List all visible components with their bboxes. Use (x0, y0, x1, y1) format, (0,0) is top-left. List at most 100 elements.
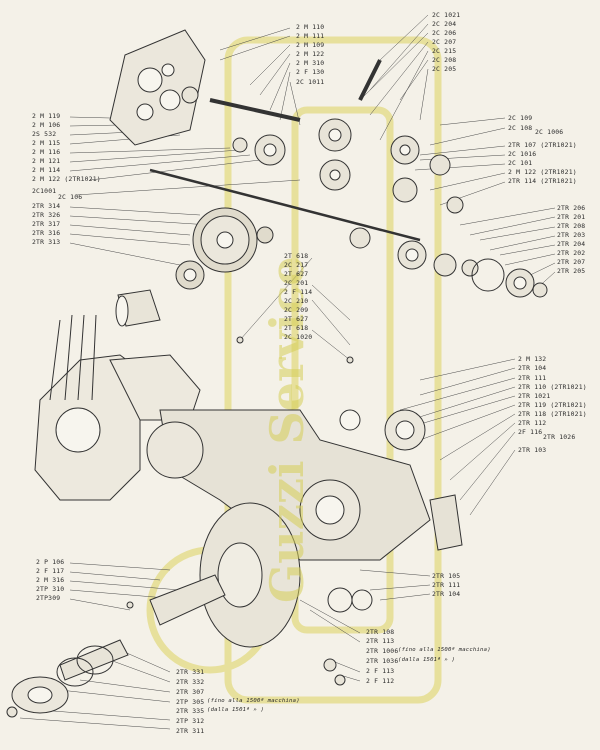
part-label: 2 M 310 (296, 59, 325, 67)
part-label: 2TR 332 (176, 678, 205, 686)
main-shaft (149, 168, 421, 242)
part-label: 2 P 106 (36, 558, 65, 566)
part-label: 2T 618 (284, 324, 309, 332)
part-label: 2TR 314 (32, 202, 61, 210)
part-label: 2 M 116 (32, 148, 61, 156)
part-label: 2TP 305 (176, 698, 205, 706)
part-label: 2TR 331 (176, 668, 205, 676)
part-label: 2TR 1021 (518, 392, 551, 400)
part-label: 2C 215 (432, 47, 457, 55)
part-label: 2TR 104 (518, 364, 547, 372)
part-label: 2TR 103 (518, 446, 547, 454)
part-label: 2 F 114 (284, 288, 313, 296)
part-label: 2C1001 (32, 187, 57, 195)
part-note: (dalla 1501ª » ) (398, 657, 456, 663)
part-label: 2C 201 (284, 279, 309, 287)
part-label: 2TR 118 (2TR1021) (518, 410, 587, 418)
part-label: 2TR 206 (557, 204, 586, 212)
part-label: 2TR 114 (2TR1021) (508, 177, 577, 185)
part-label: 2TR 1036 (366, 657, 399, 665)
part-label: 2 M 119 (32, 112, 61, 120)
part-label: 2TR 207 (557, 258, 586, 266)
part-label: 2 M 122 (296, 50, 325, 58)
part-label: 2C 210 (284, 297, 309, 305)
part-label: 2TR 326 (32, 211, 61, 219)
part-label: 2C 1021 (432, 11, 461, 19)
part-label: 2 M 115 (32, 139, 61, 147)
part-label: 2TR 202 (557, 249, 586, 257)
part-label: 2C 1011 (296, 78, 325, 86)
part-label: 2T 627 (284, 315, 309, 323)
frame-casting (34, 314, 201, 501)
part-label: 2TR 112 (518, 419, 547, 427)
final-drive-housing (146, 336, 463, 561)
part-label: 2 M 132 (518, 355, 547, 363)
part-label: 2 F 112 (366, 677, 395, 685)
part-label: 2TP309 (36, 594, 61, 602)
part-label: 2T 618 (284, 252, 309, 260)
part-label: 2 M 121 (32, 157, 61, 165)
part-label: 2TP 312 (176, 717, 205, 725)
part-label: 2 F 113 (366, 667, 395, 675)
part-label: 2C 1016 (508, 150, 537, 158)
part-label: 2 F 117 (36, 567, 65, 575)
part-label: 2TR 203 (557, 231, 586, 239)
part-label: 2 M 122 (2TR1021) (32, 175, 101, 183)
part-label: 2C 108 (508, 124, 533, 132)
part-label: 2TR 317 (32, 220, 61, 228)
part-label: 2TR 307 (176, 688, 205, 696)
part-label: 2TR 205 (557, 267, 586, 275)
part-label: 2 M 109 (296, 41, 325, 49)
part-label: 2 M 106 (32, 121, 61, 129)
part-label: 2C 209 (284, 306, 309, 314)
leader-lines (19, 14, 556, 730)
part-label: 2C 207 (432, 38, 457, 46)
part-note: (fino alla 1500ª macchina) (207, 698, 300, 704)
ring-gear (175, 207, 274, 290)
part-label: 2TR 1026 (543, 433, 576, 441)
part-label: 2C 101 (508, 159, 533, 167)
part-note: (fino alla 1500ª macchina) (398, 647, 491, 653)
axle-shaft (6, 574, 226, 718)
part-label: 2TR 201 (557, 213, 586, 221)
part-label: 2TR 111 (518, 374, 547, 382)
part-label: 2TR 107 (2TR1021) (508, 141, 577, 149)
part-label: 2C 109 (508, 114, 533, 122)
bushing (115, 289, 161, 327)
part-label: 2C 208 (432, 56, 457, 64)
part-label: 2TR 113 (366, 637, 395, 645)
part-label: 2TR 110 (2TR1021) (518, 383, 587, 391)
part-label: 2S 532 (32, 130, 57, 138)
part-label: 2TR 119 (2TR1021) (518, 401, 587, 409)
part-label: 2 M 122 (2TR1021) (508, 168, 577, 176)
part-label: 2C 204 (432, 20, 457, 28)
part-label: 2TR 105 (432, 572, 461, 580)
part-label: 2C 206 (432, 29, 457, 37)
part-label: 2C 106 (58, 193, 83, 201)
part-label: 2TR 1006 (366, 647, 399, 655)
part-label: 2T 627 (284, 270, 309, 278)
part-label: 2C 217 (284, 261, 309, 269)
part-label: 2 F 130 (296, 68, 325, 76)
part-label: 2TR 111 (432, 581, 461, 589)
part-label: 2TR 316 (32, 229, 61, 237)
part-label: 2TR 108 (366, 628, 395, 636)
part-label: 2 M 114 (32, 166, 61, 174)
bearings-right (349, 227, 548, 298)
gearbox-cover (109, 29, 206, 146)
part-label: 2TP 310 (36, 585, 65, 593)
part-label: 2TR 311 (176, 727, 205, 735)
part-label: 2TR 335 (176, 707, 205, 715)
part-label: 2 M 111 (296, 32, 325, 40)
part-label: 2TR 208 (557, 222, 586, 230)
part-label: 2C 1020 (284, 333, 313, 341)
part-label: 2TR 104 (432, 590, 461, 598)
part-label: 2F 116 (518, 428, 543, 436)
part-label: 2TR 313 (32, 238, 61, 246)
watermark-text: Guzzi Service (260, 256, 314, 604)
part-label: 2TR 204 (557, 240, 586, 248)
gear-cluster-upper (181, 59, 464, 214)
part-label: 2 M 110 (296, 23, 325, 31)
